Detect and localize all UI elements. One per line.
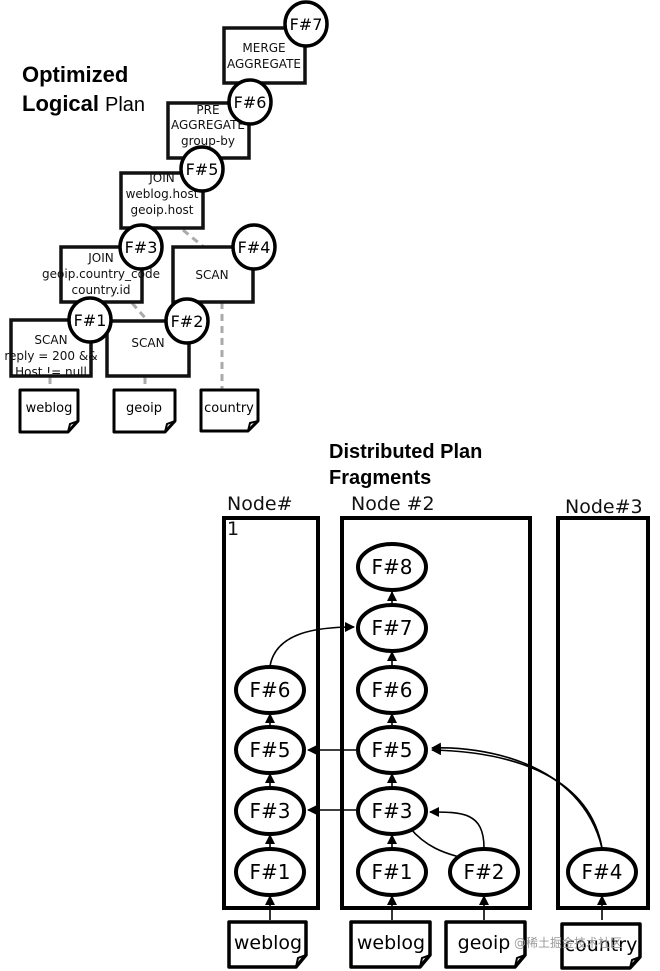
node1-label-number: 1 [227,518,239,540]
node2-source-geoip-label: geoip [458,932,511,954]
logical-plan-title-bold: Logical [22,91,99,116]
node1-box [222,516,320,910]
distributed-arrows [265,591,607,920]
node3-box [556,516,650,910]
node2-source-geoip-doc [444,920,527,969]
logical-fragment-f1-label: F#1 [74,311,107,330]
node2-fragment-f2-label: F#2 [464,860,505,884]
node2-fragment-f7-ellipse [356,603,428,653]
join-mid-label-3: country.id [72,283,131,297]
node3-label: Node#3 [565,496,643,518]
node2-box [340,516,532,910]
node2-label: Node #2 [351,493,435,515]
join-mid-label-1: JOIN [87,251,114,265]
join-mid-label-2: geoip.country_code [42,267,160,281]
pre-label-2: AGGREGATE [171,118,245,132]
node2-fragment-f5-label: F#5 [372,738,413,762]
logical-fragment-f7-label: F#7 [290,15,323,34]
logical-source-geoip-doc [112,388,177,434]
node2-fragment-f5-ellipse [356,725,428,775]
node2-fragment-f3-ellipse [356,786,428,836]
node1-source-weblog-doc [227,920,308,969]
logical-fragment-f6-label: F#6 [234,93,267,112]
node1-fragment-f5-ellipse [234,725,306,775]
distributed-plan: Distributed Plan Fragments Node# 1 Node … [222,441,650,970]
logical-plan-title-line2: Logical Plan [22,91,145,116]
scan-left-label-1: SCAN [34,333,67,347]
node2-fragment-f6-label: F#6 [372,678,413,702]
merge-label-1: MERGE [242,41,285,55]
pre-label-1: PRE [196,103,219,117]
node1-fragment-f1-ellipse [234,847,306,897]
logical-plan-title-line1: Optimized [22,62,128,87]
node2-fragment-f6-ellipse [356,665,428,715]
node2-fragment-f7-label: F#7 [372,616,413,640]
node2-source-weblog-label: weblog [357,932,425,954]
scan-right-label: SCAN [195,268,228,282]
node1-fragment-f3-ellipse [234,786,306,836]
node1-label: Node# [227,493,293,515]
node1-fragment-f1-label: F#1 [250,860,291,884]
scan-mid-label: SCAN [131,336,164,350]
node2-fragment-f8-ellipse [356,542,428,592]
logical-fragment-f6-ellipse [227,78,273,126]
scan-left-label-3: Host != null [15,365,87,379]
logical-source-country-doc [199,388,260,433]
node3-source-country-label: country [565,934,638,956]
logical-source-geoip-label: geoip [126,401,162,416]
logical-plan-title-rest: Plan [105,94,145,116]
logical-fragment-f5-ellipse [179,145,225,193]
distributed-plan-title-line1: Distributed Plan [329,441,482,463]
node1-fragment-f6-label: F#6 [250,678,291,702]
scan-weblog-box [9,318,93,378]
logical-fragment-f3-ellipse [118,223,164,271]
node2-fragment-f2-ellipse [448,847,520,897]
logical-fragment-f3-label: F#3 [125,238,158,257]
merge-label-2: AGGREGATE [227,57,301,71]
logical-fragment-f2-ellipse [164,297,210,345]
join-top-label-3: geoip.host [130,203,193,217]
watermark: @稀土掘金技术社区 [514,935,622,950]
logical-fragment-f1-ellipse [67,296,113,344]
node3-source-country-doc [560,922,642,970]
logical-fragment-f4-ellipse [231,223,277,271]
logical-fragment-f2-label: F#2 [171,312,204,331]
node2-fragment-f8-label: F#8 [372,555,413,579]
logical-source-country-label: country [204,401,254,416]
node2-source-weblog-doc [349,920,432,969]
join-top-label-2: weblog.host [126,187,199,201]
logical-fragment-f4-label: F#4 [238,238,271,257]
node1-fragment-f5-label: F#5 [250,738,291,762]
node2-fragment-f1-ellipse [356,847,428,897]
join-top-label-1: JOIN [148,171,175,185]
node1-source-weblog-label: weblog [234,932,302,954]
node2-fragment-f1-label: F#1 [372,860,413,884]
logical-plan: Optimized Logical Plan MERGE AGGREGATE PR… [4,0,329,434]
pre-label-3: group-by [181,134,235,148]
logical-fragment-f7-ellipse [283,0,329,48]
scan-left-label-2: reply = 200 && [4,349,97,363]
node1-fragment-f3-label: F#3 [250,799,291,823]
node3-fragment-f4-label: F#4 [582,860,623,884]
distributed-plan-title-line2: Fragments [329,467,431,489]
node3-fragment-f4-ellipse [566,847,638,897]
node1-fragment-f6-ellipse [234,665,306,715]
logical-source-weblog-label: weblog [26,401,73,416]
node2-fragment-f3-label: F#3 [372,799,413,823]
logical-fragment-f5-label: F#5 [186,160,219,179]
logical-source-weblog-doc [18,388,80,434]
